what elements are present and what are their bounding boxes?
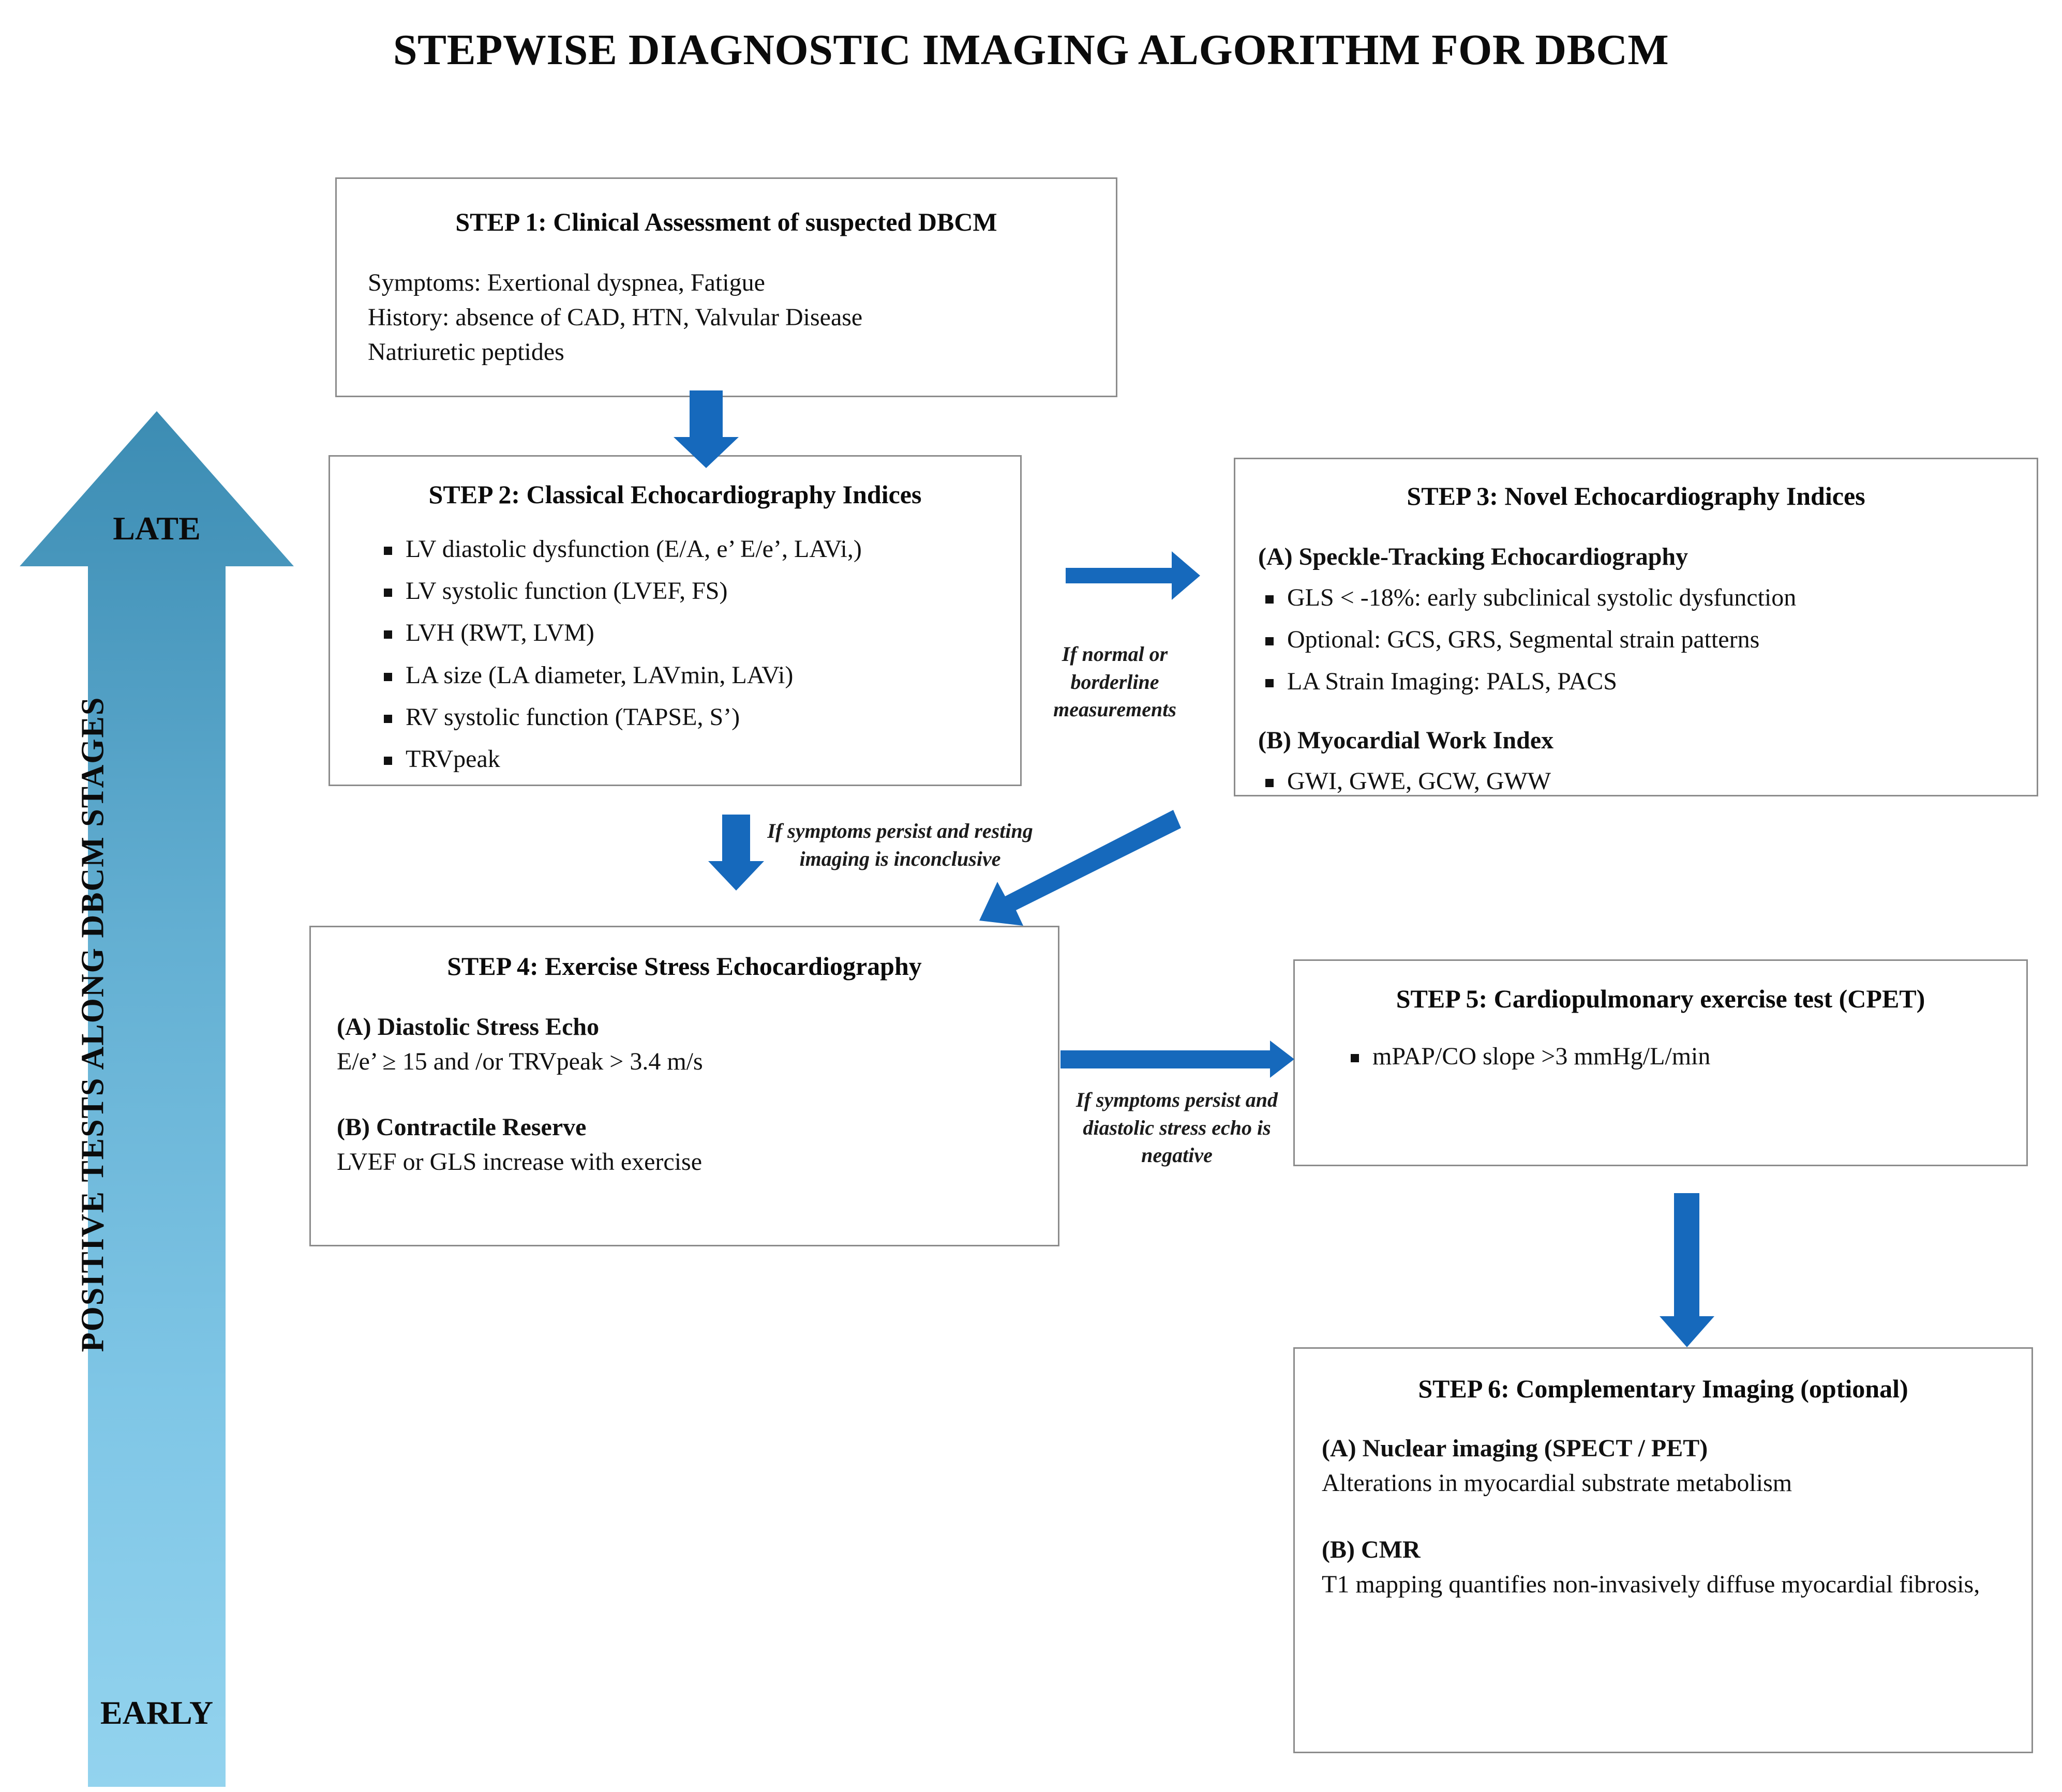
list-item: TRVpeak — [354, 743, 996, 775]
stage-axis-vertical-label: POSITIVE TESTS ALONG DBCM STAGES — [75, 696, 111, 1352]
step-1-body: Symptoms: Exertional dyspnea, Fatigue Hi… — [368, 265, 1085, 370]
step-1-heading: STEP 1: Clinical Assessment of suspected… — [455, 207, 997, 236]
step-1-box: STEP 1: Clinical Assessment of suspected… — [335, 177, 1117, 397]
step-2-body: LV diastolic dysfunction (E/A, e’ E/e’, … — [354, 533, 996, 776]
list-item: Optional: GCS, GRS, Segmental strain pat… — [1258, 623, 2014, 656]
dbcm-stage-axis-arrow: LATE EARLY POSITIVE TESTS ALONG DBCM STA… — [20, 411, 294, 1787]
list-item: RV systolic function (TAPSE, S’) — [354, 701, 996, 733]
list-item: LVH (RWT, LVM) — [354, 616, 996, 649]
list-item: mPAP/CO slope >3 mmHg/L/min — [1321, 1040, 2000, 1073]
step-6-heading: STEP 6: Complementary Imaging (optional) — [1418, 1374, 1908, 1403]
list-item: LA size (LA diameter, LAVmin, LAVi) — [354, 659, 996, 691]
step-6-section-a-text: Alterations in myocardial substrate meta… — [1322, 1469, 1792, 1497]
connector-label-step2-to-step4: If symptoms persist and resting imaging … — [767, 819, 1033, 870]
step-3-section-b-list: GWI, GWE, GCW, GWW — [1258, 765, 2014, 797]
connector-label-step2-to-step3: If normal or borderline measurements — [1053, 642, 1176, 721]
step-3-section-a-title: (A) Speckle-Tracking Echocardiography — [1258, 543, 1689, 570]
step-2-heading: STEP 2: Classical Echocardiography Indic… — [428, 480, 922, 509]
page-title: STEPWISE DIAGNOSTIC IMAGING ALGORITHM FO… — [393, 26, 1669, 74]
step-4-section-a-text: E/e’ ≥ 15 and /or TRVpeak > 3.4 m/s — [337, 1047, 703, 1075]
step-1-line-peptides: Natriuretic peptides — [368, 338, 564, 366]
connector-label-step4-to-step5: If symptoms persist and diastolic stress… — [1075, 1088, 1278, 1167]
step-6-box: STEP 6: Complementary Imaging (optional)… — [1293, 1347, 2033, 1753]
step-5-body: mPAP/CO slope >3 mmHg/L/min — [1321, 1040, 2000, 1073]
step-6-section-b-text: T1 mapping quantifies non-invasively dif… — [1322, 1571, 1980, 1599]
step-1-line-symptoms: Symptoms: Exertional dyspnea, Fatigue — [368, 268, 765, 296]
arrow-step4-to-step5 — [1060, 1041, 1294, 1078]
step-5-heading: STEP 5: Cardiopulmonary exercise test (C… — [1396, 984, 1925, 1013]
step-5-bullet-list: mPAP/CO slope >3 mmHg/L/min — [1321, 1040, 2000, 1073]
list-item: LA Strain Imaging: PALS, PACS — [1258, 665, 2014, 698]
list-item: GLS < -18%: early subclinical systolic d… — [1258, 581, 2014, 614]
step-4-section-b-text: LVEF or GLS increase with exercise — [337, 1148, 703, 1176]
step-2-box: STEP 2: Classical Echocardiography Indic… — [328, 455, 1022, 786]
stage-late-label: LATE — [113, 510, 201, 547]
list-item: GWI, GWE, GCW, GWW — [1258, 765, 2014, 797]
step-4-section-b-title: (B) Contractile Reserve — [337, 1113, 587, 1141]
step-3-heading: STEP 3: Novel Echocardiography Indices — [1407, 481, 1865, 510]
step-1-line-history: History: absence of CAD, HTN, Valvular D… — [368, 303, 863, 331]
list-item: LV systolic function (LVEF, FS) — [354, 575, 996, 607]
step-6-body: (A) Nuclear imaging (SPECT / PET) Altera… — [1322, 1431, 2005, 1602]
step-3-box: STEP 3: Novel Echocardiography Indices (… — [1234, 458, 2038, 796]
step-3-body: (A) Speckle-Tracking Echocardiography GL… — [1258, 539, 2014, 798]
step-2-bullet-list: LV diastolic dysfunction (E/A, e’ E/e’, … — [354, 533, 996, 776]
step-4-section-a-title: (A) Diastolic Stress Echo — [337, 1013, 600, 1041]
step-6-section-a-title: (A) Nuclear imaging (SPECT / PET) — [1322, 1434, 1708, 1462]
step-4-box: STEP 4: Exercise Stress Echocardiography… — [309, 926, 1059, 1246]
list-item: LV diastolic dysfunction (E/A, e’ E/e’, … — [354, 533, 996, 565]
step-3-section-a-list: GLS < -18%: early subclinical systolic d… — [1258, 581, 2014, 698]
step-6-section-b-title: (B) CMR — [1322, 1535, 1421, 1563]
stage-early-label: EARLY — [100, 1694, 214, 1731]
arrow-step5-to-step6 — [1660, 1193, 1714, 1347]
step-4-heading: STEP 4: Exercise Stress Echocardiography — [447, 952, 922, 981]
step-4-body: (A) Diastolic Stress Echo E/e’ ≥ 15 and … — [337, 1010, 1032, 1180]
step-5-box: STEP 5: Cardiopulmonary exercise test (C… — [1293, 959, 2028, 1166]
arrow-step2-to-step3 — [1066, 551, 1200, 600]
step-3-section-b-title: (B) Myocardial Work Index — [1258, 726, 1554, 754]
